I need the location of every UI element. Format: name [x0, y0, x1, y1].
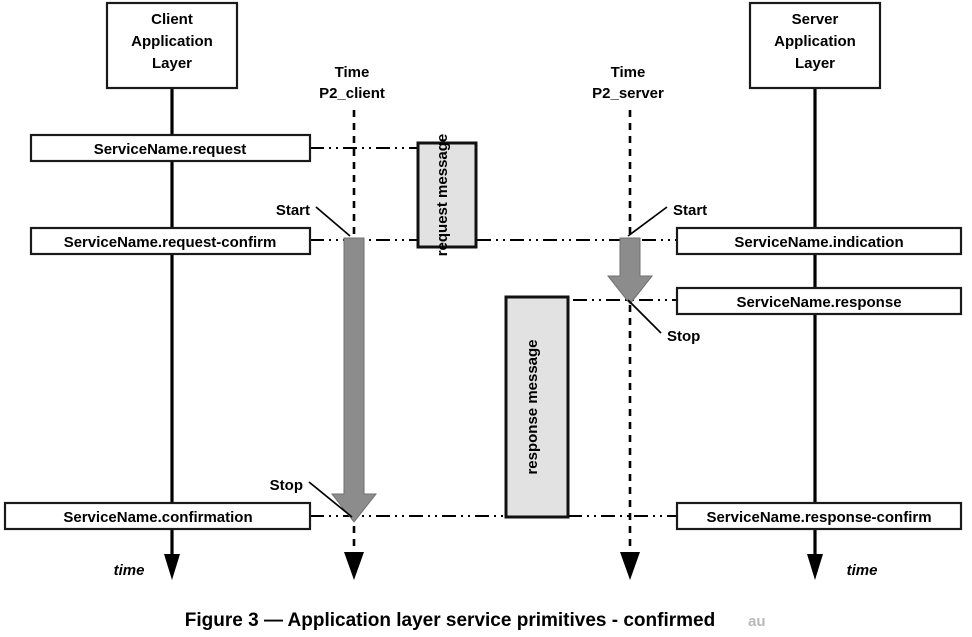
client-duration-arrow — [330, 237, 378, 523]
annotation-client-start-label: Start — [276, 202, 310, 219]
annotation-server-start-label: Start — [673, 202, 707, 219]
annotation-client-stop-label: Stop — [270, 477, 303, 494]
figure-caption: Figure 3 — Application layer service pri… — [185, 610, 715, 631]
p2-server-label-line-1: Time — [611, 64, 646, 81]
server-lifeline-group: Server Application Layer time — [748, 1, 882, 580]
request-message-label: request message — [434, 134, 451, 257]
primitive-servicename-indication[interactable]: ServiceName.indication — [675, 226, 963, 256]
figure-caption-group: Figure 3 — Application layer service pri… — [185, 610, 766, 631]
p2-client-label-line-1: Time — [335, 64, 370, 81]
p2-server-timeline-arrowhead — [620, 552, 640, 580]
primitive-servicename-response-confirm[interactable]: ServiceName.response-confirm — [675, 501, 963, 531]
server-duration-arrow — [606, 237, 654, 305]
primitive-servicename-request-confirm[interactable]: ServiceName.request-confirm — [29, 226, 312, 256]
server-primitive-boxes: ServiceName.indication ServiceName.respo… — [675, 226, 963, 531]
primitive-servicename-request-box[interactable] — [29, 133, 312, 163]
client-box-line-2: Application — [131, 33, 213, 50]
primitive-servicename-confirmation-label: ServiceName.confirmation — [63, 509, 252, 526]
primitive-servicename-confirmation[interactable]: ServiceName.confirmation — [3, 501, 312, 531]
primitive-servicename-response[interactable]: ServiceName.response — [675, 286, 963, 316]
annotation-client-start: Start — [276, 202, 351, 237]
primitive-servicename-request[interactable]: ServiceName.request — [29, 133, 312, 163]
annotation-server-stop-label: Stop — [667, 328, 700, 345]
annotation-server-stop: Stop — [627, 299, 700, 345]
annotation-client-stop: Stop — [270, 477, 353, 518]
client-duration-arrow-shape — [330, 237, 378, 523]
p2-client-timeline-arrowhead — [344, 552, 364, 580]
p2-server-timeline-group: Time P2_server — [592, 64, 664, 580]
response-message-label: response message — [524, 339, 541, 474]
client-box-line-1: Client — [151, 11, 193, 28]
server-time-label: time — [847, 562, 878, 579]
primitive-servicename-confirmation-box[interactable] — [3, 501, 312, 531]
server-application-layer-box — [748, 1, 882, 90]
client-time-label: time — [114, 562, 145, 579]
response-message-group[interactable]: response message — [504, 295, 570, 519]
request-message-box[interactable] — [416, 141, 478, 249]
primitive-servicename-request-confirm-label: ServiceName.request-confirm — [64, 234, 277, 251]
p2-client-label-line-2: P2_client — [319, 85, 385, 102]
connector-lines-group — [310, 147, 677, 517]
client-application-layer-box — [105, 1, 239, 90]
annotation-client-stop-leader — [308, 481, 353, 518]
primitive-servicename-response-confirm-box[interactable] — [675, 501, 963, 531]
server-box-line-2: Application — [774, 33, 856, 50]
annotation-server-start-leader — [627, 206, 668, 237]
server-box-line-3: Layer — [795, 55, 835, 72]
annotation-client-start-leader — [315, 206, 351, 237]
primitive-servicename-response-confirm-label: ServiceName.response-confirm — [706, 509, 931, 526]
primitive-servicename-indication-box[interactable] — [675, 226, 963, 256]
primitive-servicename-request-confirm-box[interactable] — [29, 226, 312, 256]
response-message-box[interactable] — [504, 295, 570, 519]
primitive-servicename-response-box[interactable] — [675, 286, 963, 316]
server-duration-arrow-shape — [606, 237, 654, 305]
client-primitive-boxes: ServiceName.request ServiceName.request-… — [3, 133, 312, 531]
primitive-servicename-response-label: ServiceName.response — [736, 294, 901, 311]
server-box-line-1: Server — [792, 11, 839, 28]
request-message-group[interactable]: request message — [416, 134, 478, 257]
client-lifeline-group: Client Application Layer time — [105, 1, 239, 580]
server-lifeline-arrowhead — [807, 554, 823, 580]
caption-artifact-text: au — [748, 613, 766, 630]
p2-server-label-line-2: P2_server — [592, 85, 664, 102]
primitive-servicename-indication-label: ServiceName.indication — [734, 234, 903, 251]
client-box-line-3: Layer — [152, 55, 192, 72]
primitive-servicename-request-label: ServiceName.request — [94, 141, 247, 158]
client-lifeline-arrowhead — [164, 554, 180, 580]
annotation-server-stop-leader — [627, 299, 662, 334]
annotation-server-start: Start — [627, 202, 707, 237]
